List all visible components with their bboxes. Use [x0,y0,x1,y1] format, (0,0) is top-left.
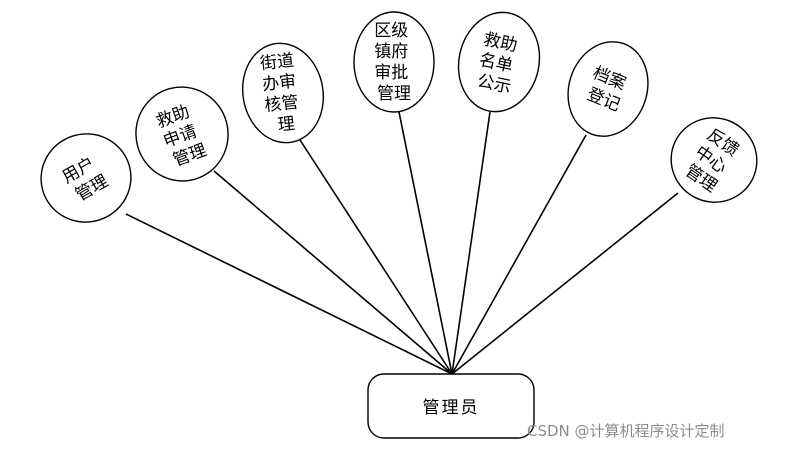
connector-line-5 [451,134,587,375]
node-rescue-list-publication: 救助 名单 公示 [457,11,541,113]
node-archive-registration: 档案 登记 [567,41,649,137]
connector-line-1 [213,170,453,375]
root-node-box [367,373,535,439]
node-ellipse [457,11,541,113]
node-district-government-approval-management: 区级 镇府 审批 管理 [353,11,435,113]
connector-line-0 [125,213,453,375]
node-label-line: 理 [277,114,296,136]
node-rescue-application-management: 救助 申请 管理 [135,86,229,182]
connector-line-2 [299,139,453,375]
node-label: 区级 镇府 审批 管理 [374,21,413,104]
node-ellipse [135,86,229,182]
node-label-line: 街道 [259,51,295,74]
node-ellipse [241,42,325,144]
node-label: 街道 办审 核管 理 [259,50,307,137]
node-street-office-review-management: 街道 办审 核管 理 [241,42,325,144]
node-ellipse [353,11,435,113]
node-ellipse [40,133,132,223]
root-node-admin: 管理员 [367,373,535,439]
node-user-management: 用户 管理 [40,133,132,223]
connector-line-6 [451,192,679,375]
node-ellipse [567,41,649,137]
connector-lines [125,111,679,375]
node-ellipse [670,117,758,203]
node-label-line: 镇府 [374,42,408,62]
connector-line-3 [398,111,453,375]
node-feedback-center-management: 反馈 中心 管理 [670,117,758,203]
node-label-line: 管理 [377,84,411,104]
watermark: CSDN @计算机程序设计定制 [527,422,725,440]
node-label-line: 核管 [264,93,300,116]
node-label-line: 办审 [261,72,297,95]
root-node-label: 管理员 [423,398,480,418]
node-label: 救助 申请 管理 [154,100,212,172]
node-label-line: 审批 [374,63,408,83]
node-label-line: 区级 [374,21,408,41]
connector-line-4 [451,111,491,375]
